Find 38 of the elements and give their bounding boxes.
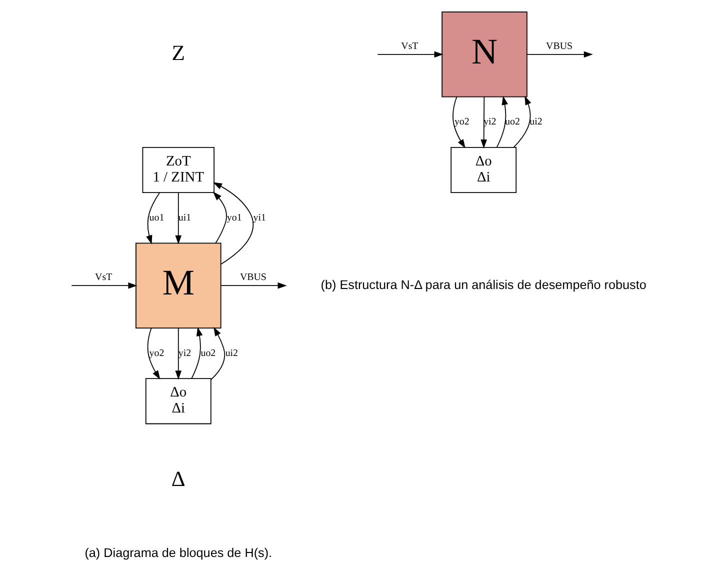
edge-label: VBUS — [546, 40, 572, 52]
edge-label: ui2 — [224, 348, 238, 359]
arrow — [174, 328, 182, 380]
edge-label: yi1 — [252, 212, 266, 224]
edge-label: uo2 — [504, 116, 520, 128]
arrow — [220, 282, 286, 289]
edge-label: uo1 — [148, 212, 164, 224]
arrow — [496, 96, 508, 148]
arrow — [190, 326, 202, 380]
node-box: Δo Δi — [450, 146, 516, 194]
arrow — [210, 326, 225, 380]
arrow — [146, 192, 160, 244]
node-box: M — [135, 242, 221, 328]
arrow — [480, 96, 486, 149]
node-box: ZoT 1 / ZINT — [142, 146, 214, 194]
arrow — [376, 51, 443, 58]
arrow — [526, 51, 592, 58]
label: (a) Diagrama de bloques de H(s). — [84, 546, 272, 560]
edge-label: VBUS — [239, 272, 266, 283]
edge-label: VsT — [94, 272, 112, 283]
edge-label: uo2 — [200, 348, 216, 359]
arrow — [452, 96, 465, 148]
edge-label: ui2 — [529, 116, 542, 128]
edge-label: yo1 — [226, 212, 242, 224]
node-label: Δ — [170, 467, 185, 492]
label: (b) Estructura N-Δ para un análisis de desempeño robusto — [320, 278, 646, 292]
arrow — [212, 182, 254, 265]
arrow — [146, 328, 160, 380]
edge-label: VsT — [400, 40, 418, 52]
node-label: Z — [171, 41, 185, 66]
node-box: Δo Δi — [144, 378, 211, 424]
edge-label: yo2 — [148, 348, 164, 359]
arrow — [212, 192, 226, 244]
arrow — [70, 282, 137, 289]
node-box: N — [441, 12, 527, 98]
arrow — [174, 192, 182, 244]
arrow — [512, 96, 531, 148]
edge-label: yo2 — [454, 116, 469, 128]
